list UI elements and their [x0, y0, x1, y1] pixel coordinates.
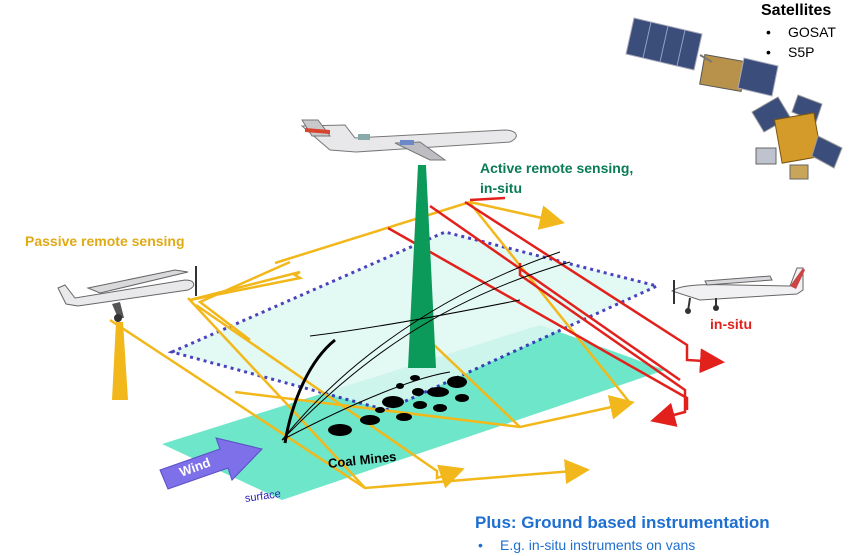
ground-instrumentation-item: • E.g. in-situ instruments on vans [478, 537, 695, 553]
bullet: • [766, 44, 771, 60]
passive-beam [112, 322, 128, 400]
satellite-name: S5P [788, 44, 815, 60]
satellites-title: Satellites [761, 2, 832, 19]
satellite-list-item: • GOSAT [766, 24, 836, 40]
bullet: • [766, 24, 771, 40]
ground-item-text: E.g. in-situ instruments on vans [500, 537, 696, 553]
ground-instrumentation-title: Plus: Ground based instrumentation [475, 513, 770, 532]
active-insitu-label: in-situ [480, 180, 522, 196]
gosat-satellite-icon [625, 17, 779, 97]
insitu-flight-tracks [387, 196, 725, 427]
insitu-label: in-situ [710, 316, 752, 332]
jet-aircraft-icon [300, 119, 517, 161]
bullet: • [478, 537, 483, 553]
satellite-list-item: • S5P [766, 44, 814, 60]
passive-remote-sensing-label: Passive remote sensing [25, 233, 185, 249]
active-remote-sensing-label: Active remote sensing, [480, 160, 634, 176]
wind-arrow [159, 437, 263, 490]
passive-aircraft-icon [57, 266, 197, 322]
plume-outline [281, 251, 571, 441]
satellite-name: GOSAT [788, 24, 836, 40]
plume-front [283, 338, 336, 444]
coal-mine-dots [328, 375, 469, 436]
insitu-aircraft-icon [670, 267, 805, 314]
s5p-satellite-icon [751, 94, 843, 180]
surface-plane [162, 325, 665, 500]
